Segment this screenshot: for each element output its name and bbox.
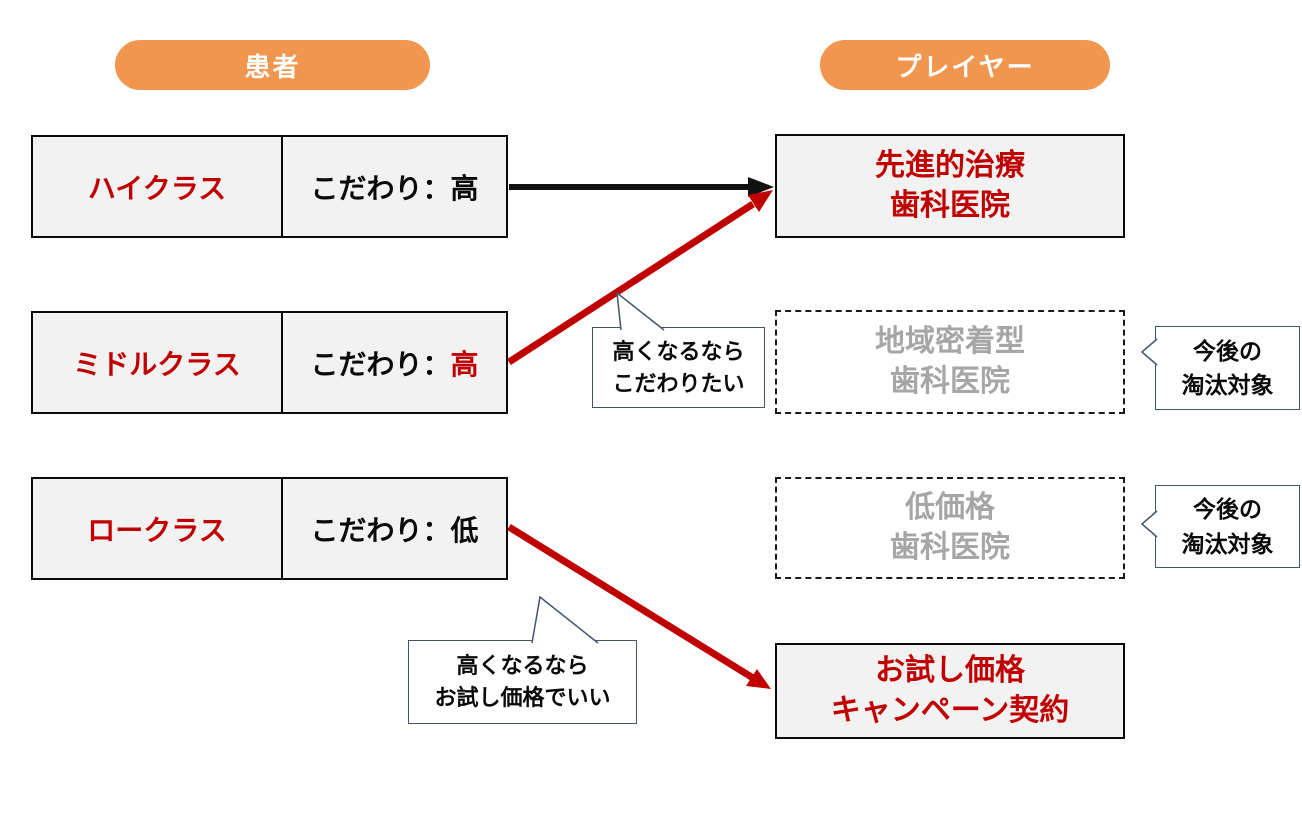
callout-line1: 高くなるなら [456,653,589,679]
player-box-low-price-clinic: 低価格 歯科医院 [775,477,1125,579]
player-box-line1: 低価格 [905,490,995,524]
preference-label: こだわり： [310,172,451,204]
preference-value: 高 [450,348,479,380]
player-box-line1: 地域密着型 [875,324,1025,358]
player-box-line1: 先進的治療 [875,148,1025,182]
callout-middle-pointer [616,291,665,331]
callout-line2: お試し価格でいい [434,685,611,710]
patient-class-label: ハイクラス [33,137,283,236]
patient-row-high-class: ハイクラス こだわり：高 [31,135,508,238]
player-header-pill: プレイヤー [820,40,1110,90]
patient-preference: こだわり：高 [283,137,506,236]
callout-line2: 淘汰対象 [1181,372,1274,398]
callout-bottom-pointer [531,595,599,644]
preference-label: こだわり： [310,514,451,546]
player-box-trial-price-campaign: お試し価格 キャンペーン契約 [775,643,1125,739]
patient-header-pill: 患者 [115,40,430,90]
patient-class-label: ミドルクラス [33,313,283,412]
player-box-community-clinic: 地域密着型 歯科医院 [775,310,1125,414]
callout-line1: 今後の [1193,496,1262,522]
player-box-advanced-treatment-clinic: 先進的治療 歯科医院 [775,134,1125,238]
callout-line2: こだわりたい [612,370,745,396]
callout-line2: 淘汰対象 [1181,530,1274,557]
preference-value: 高 [450,172,479,204]
player-box-line2: 歯科医院 [890,531,1010,564]
player-box-line2: 歯科医院 [890,189,1010,222]
callout-line1: 今後の [1193,337,1262,364]
callout-wants-quality-if-expensive: 高くなるなら こだわりたい [592,327,765,408]
player-box-line2: 歯科医院 [890,365,1010,398]
patient-preference: こだわり：低 [283,479,506,578]
player-box-line1: お試し価格 [875,653,1025,687]
preference-value: 低 [450,514,479,546]
callout-prefers-trial-price-if-expensive: 高くなるなら お試し価格でいい [408,640,637,724]
patient-row-middle-class: ミドルクラス こだわり：高 [31,311,508,414]
callout-future-elimination-target-1: 今後の 淘汰対象 [1155,326,1300,410]
patient-preference: こだわり：高 [283,313,506,412]
patient-class-label: ロークラス [33,479,283,578]
callout-future-elimination-target-2: 今後の 淘汰対象 [1155,485,1300,568]
player-box-line2: キャンペーン契約 [830,694,1070,727]
callout-line1: 高くなるなら [612,338,745,364]
patient-row-low-class: ロークラス こだわり：低 [31,477,508,580]
preference-label: こだわり： [310,348,451,380]
arrow-highclass-to-advanced [509,177,774,197]
